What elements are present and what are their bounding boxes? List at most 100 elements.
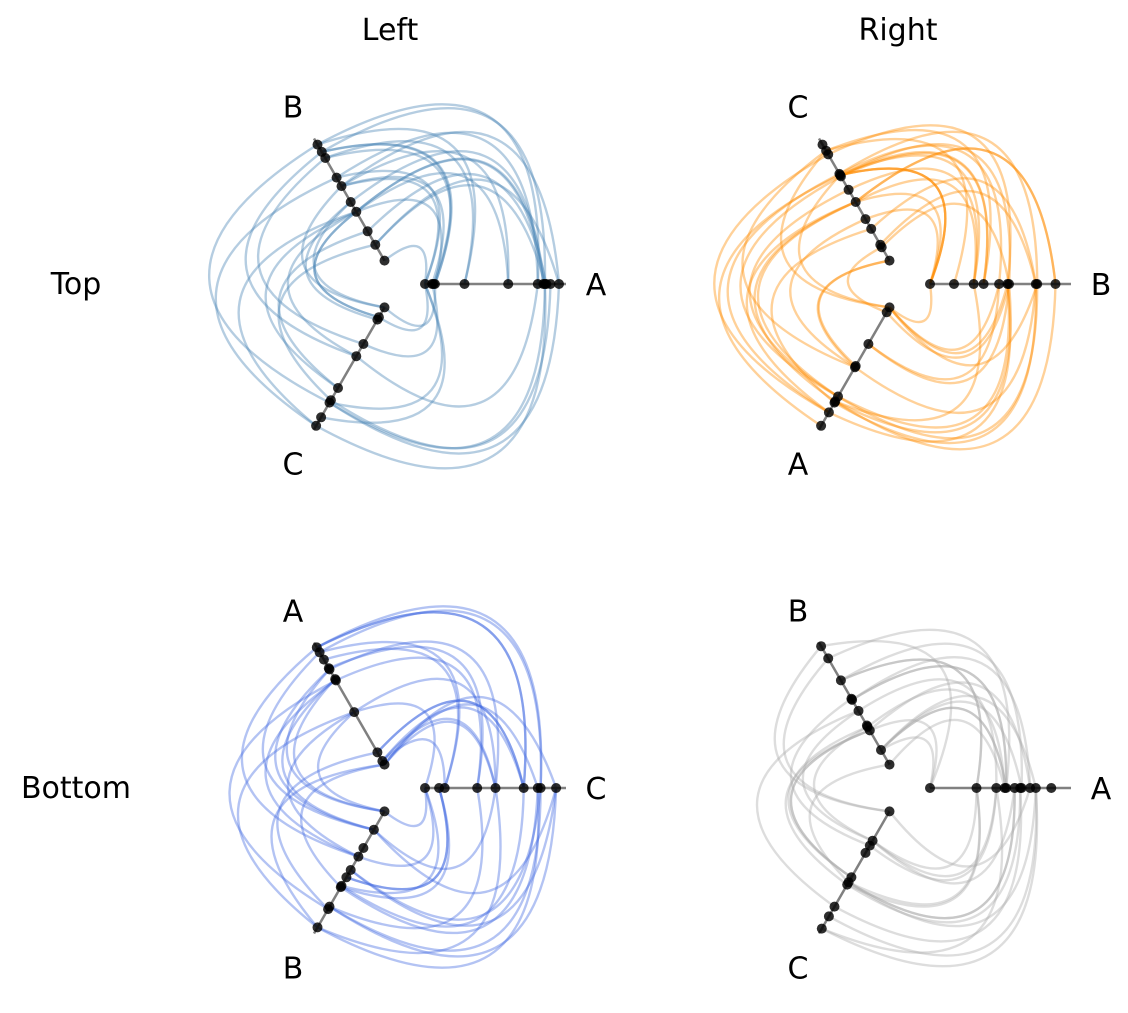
node-point — [842, 879, 853, 890]
column-title-right: Right — [859, 13, 938, 48]
edge — [888, 283, 933, 324]
node-point — [311, 420, 322, 431]
node-point — [861, 720, 872, 731]
edge — [834, 283, 1012, 434]
axis-label: B — [283, 952, 304, 987]
edge — [321, 143, 452, 285]
edge — [880, 706, 1008, 789]
edge — [335, 656, 483, 789]
node-point — [1032, 279, 1043, 289]
node-point — [358, 339, 369, 349]
edge — [373, 787, 558, 895]
edge — [739, 175, 842, 398]
node-point — [860, 847, 871, 858]
edge-group — [755, 628, 1039, 968]
edge — [383, 244, 428, 285]
node-point — [323, 904, 334, 915]
edge — [381, 737, 446, 789]
edge — [828, 787, 1038, 957]
hive-panel-top-left: ABC — [208, 91, 607, 483]
node-point — [439, 783, 450, 793]
hive-panel-bottom-left: CAB — [228, 595, 606, 987]
node-point — [816, 641, 827, 652]
node-point — [875, 239, 886, 250]
node-point — [884, 806, 895, 817]
edge — [316, 611, 527, 789]
edge — [316, 611, 527, 789]
edge — [871, 787, 1016, 885]
edge — [848, 787, 981, 906]
row-title-bottom: Bottom — [21, 771, 131, 806]
axis-label: C — [788, 952, 809, 987]
edge — [376, 699, 525, 789]
edge — [837, 283, 1039, 440]
edge — [847, 787, 1016, 920]
edge — [274, 668, 375, 831]
edge — [376, 699, 525, 789]
edge — [869, 681, 1032, 789]
edge — [888, 787, 1032, 868]
node-point — [318, 654, 329, 665]
hive-panel-bottom-right: ABC — [755, 595, 1112, 987]
axis-label: B — [788, 595, 809, 630]
node-point — [843, 184, 854, 195]
node-point — [884, 255, 895, 266]
edge — [839, 167, 947, 285]
node-point — [1030, 783, 1041, 793]
edge — [745, 200, 857, 414]
edge — [328, 787, 558, 958]
node-point — [351, 206, 362, 217]
node-point — [372, 747, 383, 758]
node-point — [379, 255, 390, 266]
edge — [839, 154, 981, 285]
edge — [285, 668, 385, 813]
node-point — [330, 674, 341, 685]
edge — [228, 679, 337, 911]
edge — [341, 175, 445, 285]
edge — [300, 763, 385, 888]
edge — [834, 283, 1057, 451]
node-point — [312, 922, 323, 933]
node-point — [372, 314, 383, 325]
edge — [851, 655, 1032, 789]
edge — [313, 210, 380, 319]
node-point — [823, 407, 834, 418]
edge — [381, 706, 525, 789]
node-point — [311, 642, 322, 653]
edge — [328, 787, 542, 952]
edge — [355, 198, 443, 285]
edge — [871, 787, 978, 870]
edge — [827, 124, 1012, 285]
edge — [324, 140, 475, 285]
node-point — [345, 197, 356, 207]
node-point — [1004, 279, 1014, 289]
edge — [345, 787, 449, 891]
edge — [320, 283, 446, 424]
node-point — [860, 214, 871, 225]
node-point — [994, 279, 1005, 289]
edge — [726, 172, 840, 414]
edge — [847, 787, 1037, 928]
node-point — [823, 911, 834, 922]
edge — [292, 678, 385, 813]
edge — [328, 645, 484, 789]
edge — [789, 729, 871, 879]
edge — [834, 283, 982, 422]
node-point — [316, 412, 327, 423]
node-point — [823, 653, 834, 664]
edge — [839, 150, 989, 285]
edge — [741, 149, 856, 369]
edge-group — [228, 605, 558, 969]
node-point — [866, 223, 877, 234]
edge — [855, 192, 942, 285]
edge — [319, 609, 543, 789]
edge — [839, 167, 947, 285]
edge — [848, 167, 979, 285]
node-point — [429, 279, 440, 289]
edge — [840, 658, 983, 789]
edge — [867, 283, 1011, 385]
edge — [782, 657, 890, 813]
node-point — [968, 279, 979, 289]
edge — [366, 173, 548, 285]
